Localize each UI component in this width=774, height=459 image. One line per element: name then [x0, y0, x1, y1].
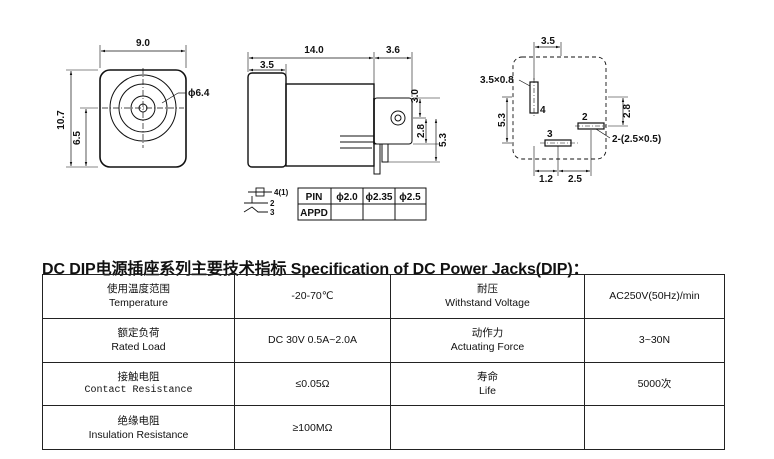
dim-side-overhang: 3.6: [386, 45, 400, 56]
pcb-pin-2: 2: [582, 112, 588, 123]
spec-label-cn: 寿命: [477, 370, 498, 383]
spec-heading: DC DIP电源插座系列主要技术指标 Specification of DC P…: [42, 261, 589, 278]
pin-table: [297, 187, 427, 221]
schematic-label-1: 4(1): [274, 188, 289, 197]
pcb-pin-3: 3: [547, 129, 553, 140]
pin-table-header-3: ϕ2.5: [399, 192, 421, 203]
schematic-label-2: 2: [270, 199, 275, 208]
pin-table-row-label: APPD: [300, 208, 328, 219]
dim-pcb-slot: 3.5×0.8: [480, 75, 514, 86]
schematic-label-3: 3: [270, 208, 275, 217]
pcb-pin-4: 4: [540, 105, 546, 116]
side-view: [247, 52, 440, 175]
spec-label-cn: 使用温度范围: [107, 283, 170, 296]
dim-center-height: 6.5: [72, 131, 83, 145]
spec-label-cell: [390, 405, 585, 450]
dim-side-a: 3.0: [410, 89, 421, 103]
spec-value-cell: 5000次: [584, 361, 725, 407]
spec-label-en: Withstand Voltage: [445, 297, 530, 310]
front-view: [66, 45, 187, 168]
dim-front-height: 10.7: [56, 110, 67, 130]
spec-value-cell: ≤0.05Ω: [234, 361, 391, 407]
dim-pcb-right: 2.8: [622, 104, 633, 118]
dim-side-b: 2.8: [416, 124, 427, 138]
spec-label-cn: 额定负荷: [117, 327, 160, 340]
dim-pcb-top: 3.5: [541, 36, 555, 47]
schematic-symbol: [243, 187, 272, 213]
pin-table-header-pin: PIN: [306, 192, 323, 203]
spec-value-cell: 3~30N: [584, 317, 725, 363]
spec-value-cell: AC250V(50Hz)/min: [584, 274, 725, 319]
pcb-view: [502, 42, 628, 176]
dim-pcb-bottom-left: 1.2: [539, 174, 553, 185]
spec-label-en: Rated Load: [111, 341, 166, 354]
spec-value-cell: [584, 405, 725, 450]
spec-label-en: Contact Resistance: [84, 384, 193, 396]
spec-label-cn: 绝缘电阻: [117, 414, 160, 427]
dim-side-length: 14.0: [304, 45, 324, 56]
dim-pcb-bottom-right: 2.5: [568, 174, 582, 185]
spec-label-en: Life: [479, 384, 496, 397]
spec-label-cn: 耐压: [477, 283, 498, 296]
spec-value-cell: -20-70℃: [234, 274, 391, 319]
dim-hole-dia: ϕ6.4: [188, 88, 210, 99]
dim-side-c: 5.3: [438, 133, 449, 147]
technical-drawing: 9.0 10.7 6.5 ϕ6.4 14.0 3.6 3.5 3.0 2.8 5…: [56, 36, 661, 221]
pin-table-header-1: ϕ2.0: [336, 192, 358, 203]
spec-label-cn: 接触电阻: [117, 370, 160, 383]
dim-side-front: 3.5: [260, 60, 274, 71]
spec-value-cell: ≥100MΩ: [234, 405, 391, 450]
dim-pcb-slot2: 2-(2.5×0.5): [612, 134, 661, 145]
spec-label-en: Temperature: [109, 297, 168, 310]
spec-label-en: Insulation Resistance: [88, 428, 189, 441]
dim-pcb-left: 5.3: [497, 113, 508, 127]
spec-label-cn: 动作力: [471, 327, 504, 340]
dim-front-width: 9.0: [136, 38, 150, 49]
spec-label-en: Actuating Force: [450, 341, 525, 354]
spec-value-cell: DC 30V 0.5A~2.0A: [234, 317, 391, 363]
pin-table-header-2: ϕ2.35: [366, 192, 393, 203]
